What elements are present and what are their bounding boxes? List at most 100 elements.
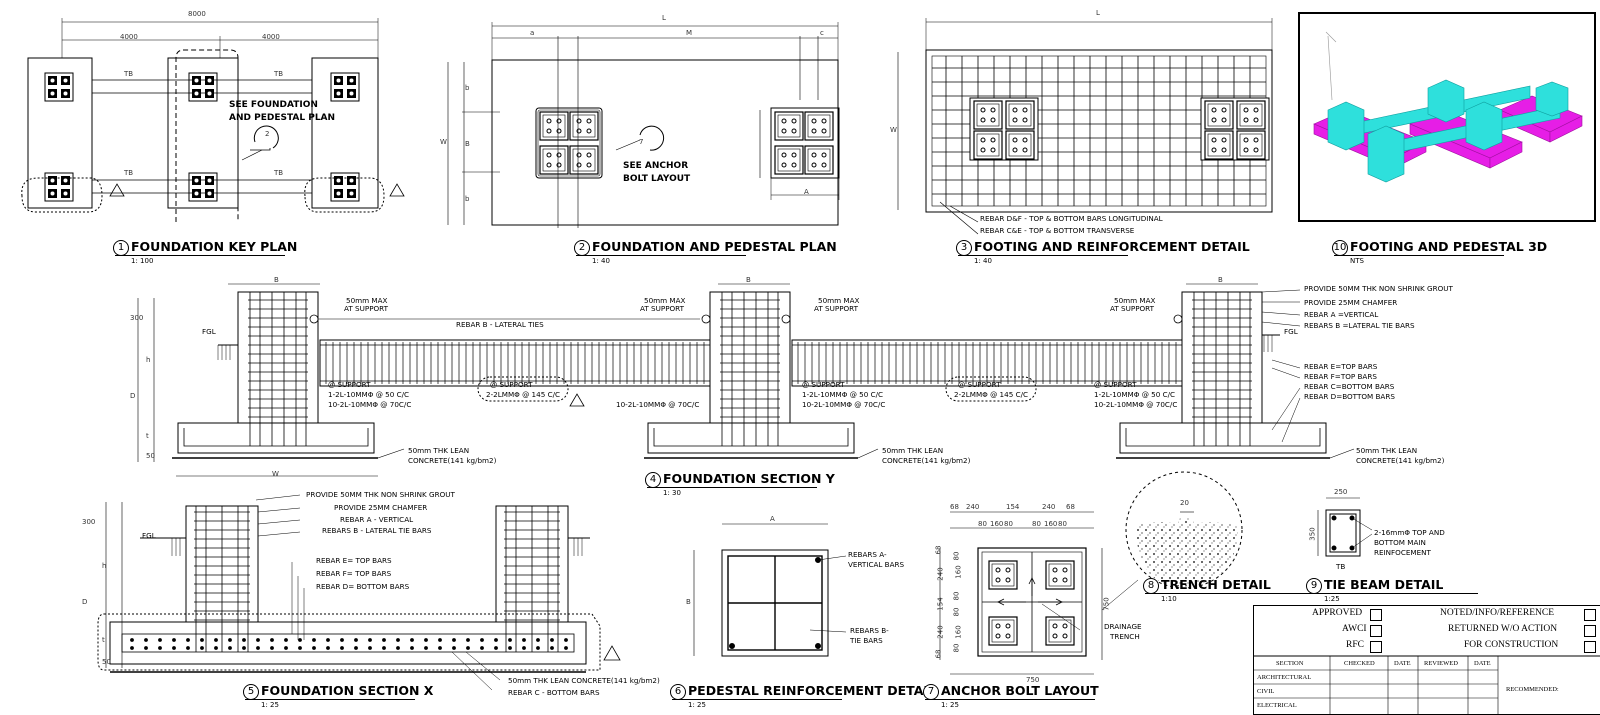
ties-note: 10-2L-10MMΦ @ 70C/C: [616, 400, 700, 409]
rebar-dot: [326, 638, 330, 642]
pedestal-plan-note: SEE ANCHOR: [623, 161, 689, 171]
rebar-dot: [452, 646, 456, 650]
title-block: APPROVED AWCI RFC NOTED/INFO/REFERENCE R…: [1253, 605, 1600, 715]
support-note: @ SUPPORT: [958, 380, 1001, 389]
view-number: 9: [1306, 578, 1322, 594]
rebar-dot: [130, 638, 134, 642]
anchor-side-dim: 240: [936, 625, 945, 639]
view-scale: NTS: [1350, 257, 1364, 265]
base-plate: [1045, 616, 1075, 646]
anchor-side-sub-dim: 80: [952, 643, 961, 653]
dim-B: B: [274, 276, 279, 284]
awci-checkbox[interactable]: [1370, 625, 1382, 637]
rebar-dot: [214, 646, 218, 650]
rebar-dot: [438, 646, 442, 650]
fgl-label: FGL: [1284, 327, 1298, 336]
tb-label: TB: [274, 70, 284, 78]
dim-left: 4000: [120, 33, 138, 41]
rebar-dot: [144, 638, 148, 642]
rebar-dot: [550, 646, 554, 650]
rfc-checkbox[interactable]: [1370, 641, 1382, 653]
dim-W: W: [890, 126, 897, 134]
rebar-dot: [382, 638, 386, 642]
view-title: FOUNDATION KEY PLAN: [131, 239, 298, 254]
view-title: FOUNDATION SECTION X: [261, 683, 434, 698]
tb-label: TB: [274, 169, 284, 177]
max-50-note: AT SUPPORT: [344, 304, 389, 313]
view-scale: 1: 25: [941, 701, 959, 709]
view-number: 10: [1332, 240, 1348, 256]
section-y-drawing: [137, 283, 1355, 477]
rebar-dot: [200, 638, 204, 642]
rebar-dot: [130, 646, 134, 650]
dim-A: A: [804, 188, 809, 196]
pedestal: [1367, 125, 1405, 183]
tie-beam-label: TB: [1336, 562, 1346, 571]
view-scale: 1:10: [1161, 595, 1177, 603]
dim-h: h: [146, 356, 151, 364]
rebar-note: REBAR C=BOTTOM BARS: [1304, 382, 1395, 391]
title-underline: [245, 699, 415, 700]
view-title: TIE BEAM DETAIL: [1324, 577, 1444, 592]
for-construction-checkbox[interactable]: [1584, 641, 1596, 653]
mid-ties-note: 2-2LMMΦ @ 145 C/C: [486, 390, 561, 399]
anchor-side-sub-dim: 80: [952, 551, 961, 561]
rebar-note: REBAR C - BOTTOM BARS: [508, 688, 600, 697]
lean-concrete-note: CONCRETE(141 kg/bm2): [882, 456, 971, 465]
anchor-side-dim: 68: [934, 649, 943, 659]
rebar-dot: [368, 646, 372, 650]
key-plan-note: AND PEDESTAL PLAN: [229, 113, 336, 123]
key-plan-note: SEE FOUNDATION: [229, 100, 318, 110]
dim-W: W: [440, 138, 447, 146]
view-title: FOOTING AND REINFORCEMENT DETAIL: [974, 239, 1250, 254]
rebar-dot: [564, 638, 568, 642]
dim-L: L: [1096, 9, 1100, 17]
rebar-dot: [382, 646, 386, 650]
dim-total: 750: [1026, 676, 1040, 684]
rebar-dot: [228, 646, 232, 650]
pedestal: [1535, 81, 1569, 117]
anchor-dim: 68: [950, 503, 959, 511]
pedestal-bolt-group: [330, 172, 360, 202]
anchor-sub-dim: 80: [1004, 520, 1013, 528]
approved-checkbox[interactable]: [1370, 609, 1382, 621]
view-title: FOUNDATION SECTION Y: [663, 471, 835, 486]
dim-right: 4000: [262, 33, 280, 41]
base-plate: [804, 111, 834, 141]
footing-note: REBAR D&F - TOP & BOTTOM BARS LONGITUDIN…: [980, 214, 1163, 223]
rebar-dot: [508, 638, 512, 642]
title-underline: [647, 487, 817, 488]
view-scale: 1: 25: [688, 701, 706, 709]
view-number: 1: [113, 240, 129, 256]
noted-checkbox[interactable]: [1584, 609, 1596, 621]
base-plate: [774, 145, 804, 175]
row-electrical: ELECTRICAL: [1257, 702, 1297, 709]
pedestal-bolt-group: [44, 172, 74, 202]
pedestal-detail-drawing: [693, 523, 847, 657]
returned-checkbox[interactable]: [1584, 625, 1596, 637]
rebar-dot: [452, 638, 456, 642]
dim-50: 50: [146, 452, 155, 460]
ties-note: 10-2L-10MMΦ @ 70C/C: [802, 400, 886, 409]
anchor-side-dim: 154: [936, 597, 945, 611]
callout-number: 2: [265, 130, 270, 138]
rebar-dot: [494, 638, 498, 642]
ties-note: 1-2L-10MMΦ @ 50 C/C: [328, 390, 410, 399]
max-50-note: 50mm MAX: [644, 296, 686, 305]
dim-50: 50: [102, 658, 111, 666]
support-note: @ SUPPORT: [328, 380, 371, 389]
rebar-dot: [284, 646, 288, 650]
footing-3d-view: [1298, 12, 1596, 222]
title-block-grid: [1254, 655, 1600, 714]
dim-300: 300: [82, 518, 96, 526]
tie-beam-note: 2-16mmΦ TOP AND: [1374, 528, 1445, 537]
dim-t: t: [102, 636, 105, 644]
lean-concrete-note: 50mm THK LEAN: [408, 446, 470, 455]
rebar-dot: [564, 646, 568, 650]
rebar-dot: [396, 646, 400, 650]
title-underline: [115, 255, 285, 256]
pedestal-bolt-group: [188, 72, 218, 102]
rebar-dot: [312, 646, 316, 650]
rebar-dot: [326, 646, 330, 650]
